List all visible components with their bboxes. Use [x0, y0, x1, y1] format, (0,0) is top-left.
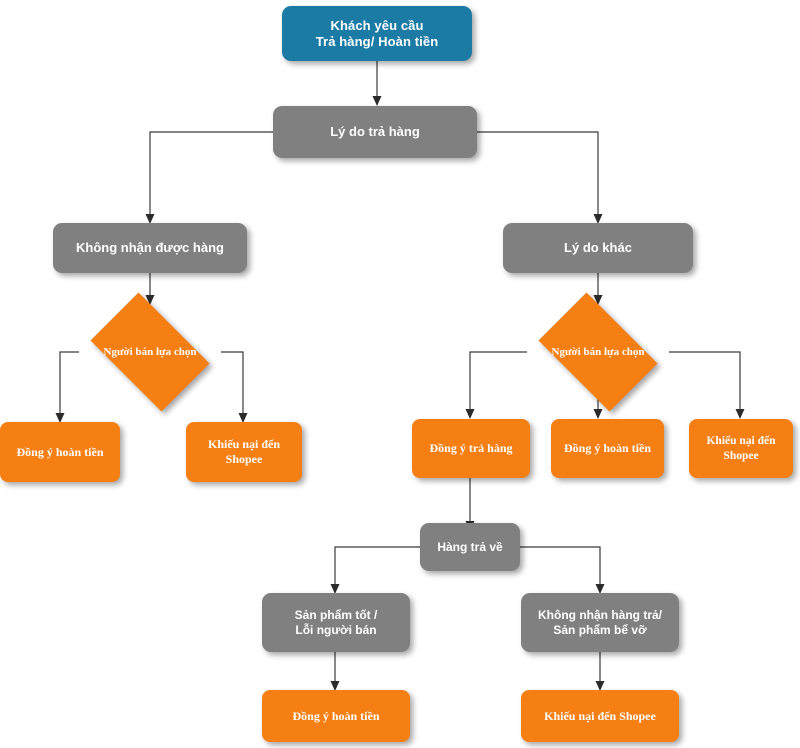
node-right-agree-refund[interactable]: Đồng ý hoàn tiền: [551, 419, 664, 478]
node-bad-product-line2: Sản phẩm bể vỡ: [553, 622, 647, 637]
decision-seller-choice-right-label: Người bán lựa chọn: [551, 346, 645, 358]
edge-decisionleft-to-refund: [59, 351, 79, 414]
edge-decisionleft-to-complain: [221, 351, 244, 414]
node-goods-returned[interactable]: Hàng trả về: [420, 523, 520, 571]
edge-reason-to-notreceived: [149, 131, 273, 215]
arrowhead-right-complain: [735, 409, 745, 419]
node-left-agree-refund[interactable]: Đồng ý hoàn tiền: [0, 422, 120, 482]
node-final-agree-refund[interactable]: Đồng ý hoàn tiền: [262, 690, 410, 742]
edge-reason-to-otherreason: [477, 131, 599, 215]
node-bad-product[interactable]: Không nhận hàng trả/ Sản phẩm bể vỡ: [521, 593, 679, 652]
node-customer-request[interactable]: Khách yêu cầu Trả hàng/ Hoàn tiền: [282, 6, 472, 61]
arrowhead-right-refund: [593, 409, 603, 419]
decision-seller-choice-left[interactable]: Người bán lựa chọn: [79, 292, 221, 412]
decision-seller-choice-left-label: Người bán lựa chọn: [103, 346, 197, 358]
edge-goodsreturned-to-goodproduct: [334, 546, 420, 585]
node-customer-request-line2: Trả hàng/ Hoàn tiền: [315, 33, 439, 49]
node-not-received[interactable]: Không nhận được hàng: [53, 223, 247, 273]
edge-goodsreturned-to-badproduct: [520, 546, 601, 585]
decision-seller-choice-right[interactable]: Người bán lựa chọn: [527, 292, 669, 412]
edge-decisionright-to-complain: [669, 351, 741, 410]
node-right-agree-refund-label: Đồng ý hoàn tiền: [563, 441, 652, 456]
node-final-complain-shopee-label: Khiếu nại đến Shopee: [544, 708, 656, 723]
node-return-reason-label: Lý do trả hàng: [330, 124, 420, 140]
node-other-reason-label: Lý do khác: [564, 240, 632, 256]
node-not-received-label: Không nhận được hàng: [76, 240, 224, 256]
node-customer-request-line1: Khách yêu cầu: [330, 17, 424, 33]
node-left-complain-line2: Shopee: [225, 452, 263, 466]
node-final-agree-refund-label: Đồng ý hoàn tiền: [292, 708, 380, 723]
node-other-reason[interactable]: Lý do khác: [503, 223, 693, 273]
node-right-complain-line2: Shopee: [723, 449, 759, 462]
node-final-complain-shopee[interactable]: Khiếu nại đến Shopee: [521, 690, 679, 742]
arrowhead-reason: [372, 96, 382, 106]
node-right-complain-line1: Khiếu nại đến: [706, 435, 776, 448]
arrowhead-right-return: [465, 409, 475, 419]
node-right-complain-shopee[interactable]: Khiếu nại đến Shopee: [689, 419, 793, 478]
node-left-agree-refund-label: Đồng ý hoàn tiền: [16, 444, 104, 459]
node-agree-return-goods-label: Đồng ý trả hàng: [429, 441, 513, 456]
node-left-complain-line1: Khiếu nại đến: [207, 437, 281, 452]
node-return-reason[interactable]: Lý do trả hàng: [273, 106, 477, 158]
node-bad-product-line1: Không nhận hàng trả/: [538, 607, 662, 622]
node-agree-return-goods[interactable]: Đồng ý trả hàng: [412, 419, 530, 478]
node-good-product-line2: Lỗi người bán: [295, 622, 377, 637]
node-left-complain-shopee[interactable]: Khiếu nại đến Shopee: [186, 422, 302, 482]
node-goods-returned-label: Hàng trả về: [437, 539, 503, 554]
node-good-product-line1: Sản phẩm tốt /: [294, 607, 378, 622]
edge-decisionright-to-return: [469, 351, 527, 410]
node-good-product[interactable]: Sản phẩm tốt / Lỗi người bán: [262, 593, 410, 652]
